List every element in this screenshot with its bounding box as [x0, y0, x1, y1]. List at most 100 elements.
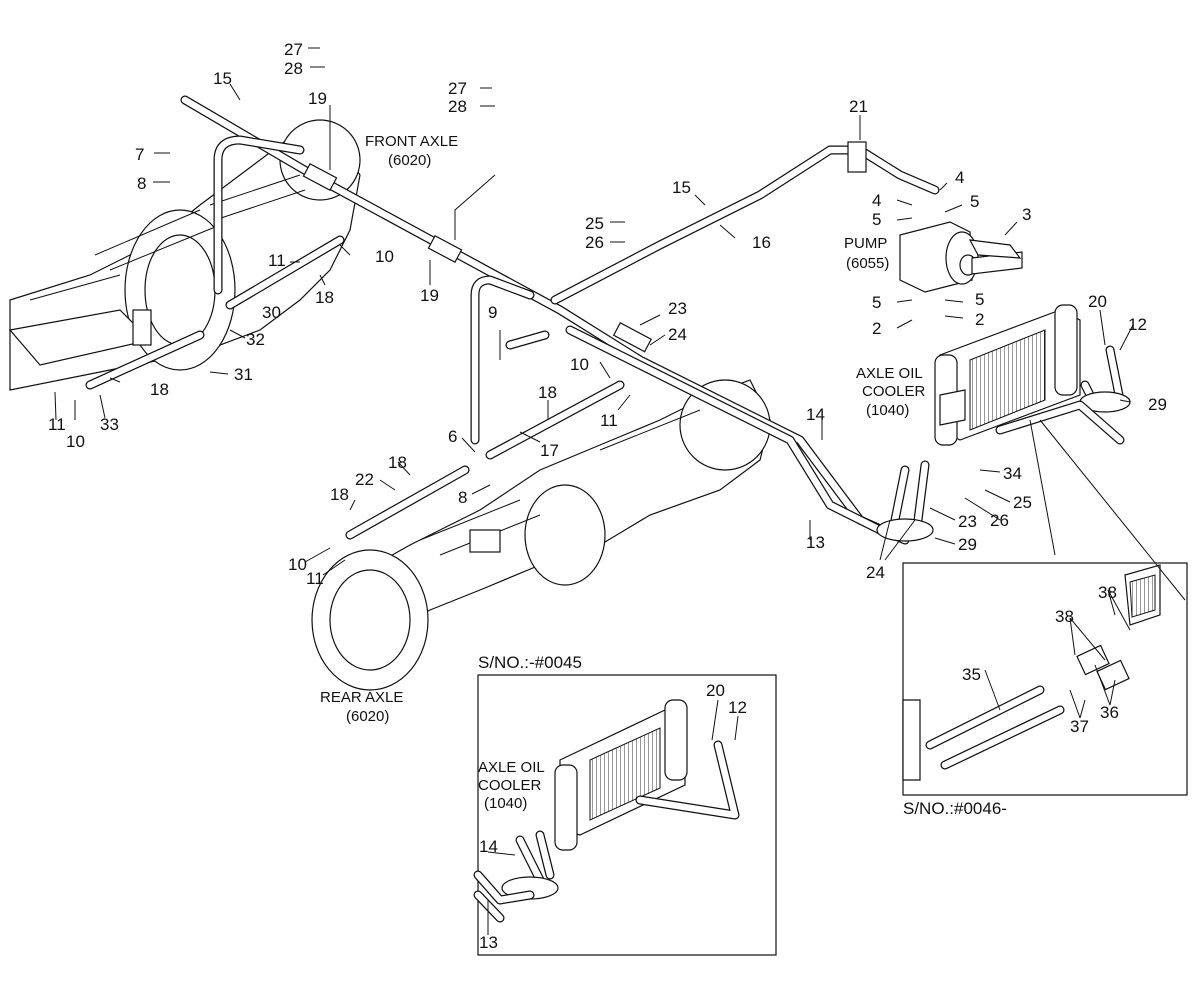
callout: 27 — [448, 79, 467, 98]
pipe-vertical-19 — [470, 275, 535, 445]
callout: 5 — [872, 293, 881, 312]
cooler-code: (1040) — [866, 402, 909, 419]
u-loop-29-main — [995, 345, 1131, 445]
front-axle-housing — [8, 119, 361, 391]
callout: 4 — [872, 191, 881, 210]
pump-label: PUMP — [844, 235, 887, 252]
callout: 12 — [728, 698, 747, 717]
axle-oil-cooler-main — [934, 304, 1081, 446]
callout: 2 — [872, 319, 881, 338]
pipe-16 — [550, 145, 865, 305]
hose-22 — [345, 465, 470, 540]
callout: 19 — [308, 89, 327, 108]
callout: 3 — [1022, 205, 1031, 224]
inset-cooler-line2: COOLER — [478, 777, 542, 794]
callout: 24 — [668, 325, 687, 344]
callout: 10 — [66, 432, 85, 451]
callout: 7 — [135, 145, 144, 164]
callout: 17 — [540, 441, 559, 460]
callout: 18 — [538, 383, 557, 402]
callout: 18 — [315, 288, 334, 307]
callout: 38 — [1098, 583, 1117, 602]
hose-17 — [485, 380, 625, 460]
callout: 18 — [330, 485, 349, 504]
callout: 25 — [1013, 493, 1032, 512]
callout: 5 — [970, 192, 979, 211]
hose-30 — [225, 235, 345, 310]
pump-code: (6055) — [846, 255, 889, 272]
inset-early-cooler — [473, 699, 740, 923]
callout: 29 — [1148, 395, 1167, 414]
inset-leader-lines — [1029, 419, 1186, 601]
callout: 15 — [213, 69, 232, 88]
rear-axle-housing — [311, 379, 771, 691]
clamp-21 — [847, 141, 867, 173]
callout: 37 — [1070, 717, 1089, 736]
callout: 21 — [849, 97, 868, 116]
rear-axle-code: (6020) — [346, 708, 389, 725]
callout: 5 — [975, 290, 984, 309]
hose-9 — [505, 330, 550, 350]
callout: 14 — [806, 405, 825, 424]
callout: 27 — [284, 40, 303, 59]
rear-axle-label: REAR AXLE — [320, 689, 403, 706]
callout: 23 — [958, 512, 977, 531]
callout: 28 — [448, 97, 467, 116]
callout: 20 — [706, 681, 725, 700]
callout: 19 — [420, 286, 439, 305]
callout: 34 — [1003, 464, 1022, 483]
front-axle-code: (6020) — [388, 152, 431, 169]
callout-leaders — [54, 47, 1134, 935]
clamp-19-mid — [427, 234, 463, 264]
pipe-front-loop — [213, 135, 305, 295]
callout: 18 — [150, 380, 169, 399]
callout: 11 — [48, 415, 66, 434]
callout: 13 — [479, 933, 498, 952]
callout: 16 — [752, 233, 771, 252]
callout: 32 — [246, 330, 265, 349]
callout: 9 — [488, 303, 497, 322]
callout: 24 — [866, 563, 885, 582]
callout: 20 — [1088, 292, 1107, 311]
cooler-label-line1: AXLE OIL — [856, 365, 923, 382]
callout: 5 — [872, 210, 881, 229]
callout: 30 — [262, 303, 281, 322]
callout: 15 — [672, 178, 691, 197]
callout: 8 — [458, 488, 467, 507]
callout: 14 — [479, 837, 498, 856]
callout: 26 — [585, 233, 604, 252]
callout: 31 — [234, 365, 253, 384]
pipe-21-pump — [855, 145, 940, 195]
callout: 8 — [137, 174, 146, 193]
clamp-23-24 — [612, 322, 652, 353]
callout-numbers: 27 28 15 19 7 8 11 18 30 10 32 31 33 10 … — [48, 40, 1167, 952]
clamp-19-front — [302, 162, 338, 192]
front-axle-label: FRONT AXLE — [365, 133, 458, 150]
callout: 26 — [990, 511, 1009, 530]
callout: 29 — [958, 535, 977, 554]
u-loop-29-lower — [876, 460, 934, 542]
callout: 11 — [600, 411, 618, 430]
callout: 4 — [955, 168, 964, 187]
pipe-13-14 — [565, 325, 895, 540]
callout: 10 — [288, 555, 307, 574]
callout: 10 — [375, 247, 394, 266]
cooler-label-line2: COOLER — [862, 383, 926, 400]
inset-cooler-code: (1040) — [484, 795, 527, 812]
callout: 23 — [668, 299, 687, 318]
serial-late: S/NO.:#0046- — [903, 799, 1007, 818]
callout: 33 — [100, 415, 119, 434]
callout: 35 — [962, 665, 981, 684]
callout: 18 — [388, 453, 407, 472]
callout: 2 — [975, 310, 984, 329]
callout: 13 — [806, 533, 825, 552]
callout: 11 — [268, 251, 286, 270]
callout: 38 — [1055, 607, 1074, 626]
serial-early: S/NO.:-#0045 — [478, 653, 582, 672]
pump-6055 — [899, 221, 1023, 293]
callout: 10 — [570, 355, 589, 374]
callout: 11 — [306, 569, 324, 588]
callout: 28 — [284, 59, 303, 78]
